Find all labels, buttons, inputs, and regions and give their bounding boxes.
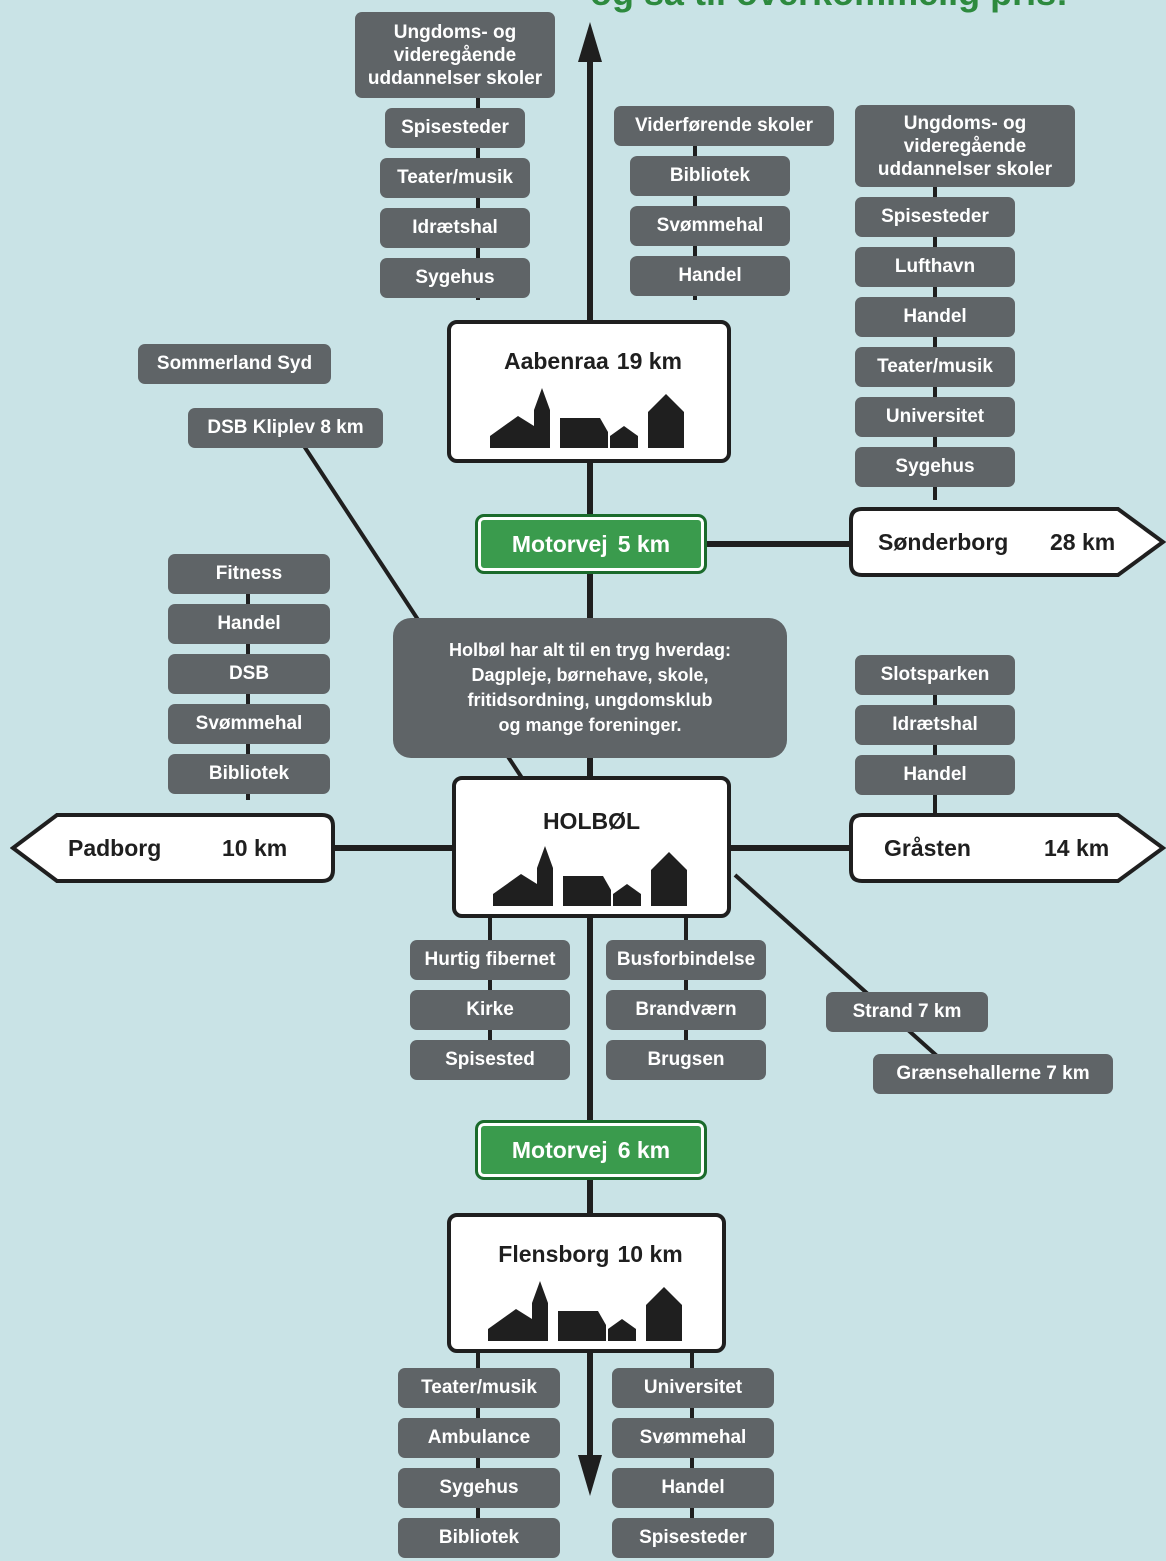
tag-spisesteder: Spisesteder	[385, 108, 525, 148]
motorvej-south-distance: 6 km	[617, 1136, 671, 1163]
tag-universitet-east: Universitet	[855, 397, 1015, 437]
tag-spisesteder-bottom: Spisesteder	[612, 1518, 774, 1558]
town-icon	[492, 846, 687, 906]
sign-grasten: Gråsten 14 km	[848, 812, 1166, 884]
tag-fitness: Fitness	[168, 554, 330, 594]
tag-idraetshal: Idrætshal	[380, 208, 530, 248]
east-stack-2: Slotsparken Idrætshal Handel	[855, 655, 1015, 795]
sign-motorvej-south: Motorvej 6 km	[475, 1120, 707, 1180]
town-icon	[487, 1281, 682, 1341]
tag-lufthavn: Lufthavn	[855, 247, 1015, 287]
south-stack-2: Busforbindelse Brandværn Brugsen	[606, 940, 766, 1080]
tag-sygehus: Sygehus	[380, 258, 530, 298]
sign-sonderborg: Sønderborg 28 km	[848, 506, 1166, 578]
tag-handel-east-2: Handel	[855, 755, 1015, 795]
padborg-distance: 10 km	[222, 834, 288, 861]
sign-flensborg: Flensborg 10 km	[447, 1213, 726, 1353]
info-line-3: fritidsordning, ungdomsklub	[467, 690, 713, 710]
aabenraa-distance: 19 km	[616, 348, 683, 374]
info-line-4: og mange foreninger.	[498, 715, 682, 735]
tag-dsb: DSB	[168, 654, 330, 694]
aabenraa-name: Aabenraa	[503, 348, 609, 374]
info-line-2: Dagpleje, børnehave, skole,	[471, 665, 709, 685]
bottom-stack-2: Universitet Svømmehal Handel Spisesteder	[612, 1368, 774, 1558]
tag-handel-bottom: Handel	[612, 1468, 774, 1508]
east-stack-1: Ungdoms- og videregående uddannelser sko…	[855, 105, 1075, 487]
tag-spisested: Spisested	[410, 1040, 570, 1080]
sonderborg-name: Sønderborg	[878, 528, 1009, 555]
tag-brugsen: Brugsen	[606, 1040, 766, 1080]
flensborg-name: Flensborg	[498, 1241, 610, 1267]
tag-spisesteder-east: Spisesteder	[855, 197, 1015, 237]
tag-graensehallerne: Grænsehallerne 7 km	[873, 1054, 1113, 1094]
tag-strand: Strand 7 km	[826, 992, 988, 1032]
tag-bibliotek-west: Bibliotek	[168, 754, 330, 794]
tag-idraetshal-east: Idrætshal	[855, 705, 1015, 745]
sign-holbol: HOLBØL	[452, 776, 731, 918]
grasten-distance: 14 km	[1044, 834, 1110, 861]
tag-uddannelser-east: Ungdoms- og videregående uddannelser sko…	[855, 105, 1075, 187]
sonderborg-distance: 28 km	[1050, 528, 1116, 555]
bottom-stack-1: Teater/musik Ambulance Sygehus Bibliotek	[398, 1368, 560, 1558]
grasten-name: Gråsten	[884, 834, 971, 861]
tag-svommehal-bottom: Svømmehal	[612, 1418, 774, 1458]
tag-svommehal: Svømmehal	[630, 206, 790, 246]
tag-teater-east: Teater/musik	[855, 347, 1015, 387]
tag-busforbindelse: Busforbindelse	[606, 940, 766, 980]
tag-handel: Handel	[630, 256, 790, 296]
tag-fibernet: Hurtig fibernet	[410, 940, 570, 980]
tag-uddannelser: Ungdoms- og videregående uddannelser sko…	[355, 12, 555, 98]
tag-teater: Teater/musik	[380, 158, 530, 198]
west-stack: Fitness Handel DSB Svømmehal Bibliotek	[168, 554, 330, 794]
tag-teater-bottom: Teater/musik	[398, 1368, 560, 1408]
town-icon	[490, 388, 684, 448]
tag-handel-west: Handel	[168, 604, 330, 644]
tag-brandvaern: Brandværn	[606, 990, 766, 1030]
arrow-down-icon	[578, 1455, 602, 1496]
arrow-up-icon	[578, 22, 602, 62]
tag-dsb-kliplev: DSB Kliplev 8 km	[188, 408, 383, 448]
tag-handel-east: Handel	[855, 297, 1015, 337]
sign-motorvej-north: Motorvej 5 km	[475, 514, 707, 574]
motorvej-north-distance: 5 km	[617, 530, 671, 557]
tag-sygehus-east: Sygehus	[855, 447, 1015, 487]
tag-slotsparken: Slotsparken	[855, 655, 1015, 695]
tag-universitet-bottom: Universitet	[612, 1368, 774, 1408]
tag-kirke: Kirke	[410, 990, 570, 1030]
info-line-1: Holbøl har alt til en tryg hverdag:	[448, 640, 732, 660]
page-heading: og så til overkommelig pris!	[590, 0, 1068, 14]
info-box: Holbøl har alt til en tryg hverdag: Dagp…	[393, 618, 787, 758]
north-stack-1: Ungdoms- og videregående uddannelser sko…	[355, 12, 555, 298]
sign-aabenraa: Aabenraa 19 km	[447, 320, 731, 463]
north-stack-2: Viderførende skoler Bibliotek Svømmehal …	[614, 106, 834, 296]
tag-sygehus-bottom: Sygehus	[398, 1468, 560, 1508]
tag-bibliotek-bottom: Bibliotek	[398, 1518, 560, 1558]
tag-sommerland: Sommerland Syd	[138, 344, 331, 384]
motorvej-north-label: Motorvej	[511, 530, 608, 557]
padborg-name: Padborg	[68, 834, 162, 861]
tag-viderforende: Viderførende skoler	[614, 106, 834, 146]
tag-ambulance: Ambulance	[398, 1418, 560, 1458]
tag-bibliotek: Bibliotek	[630, 156, 790, 196]
tag-svommehal-west: Svømmehal	[168, 704, 330, 744]
motorvej-south-label: Motorvej	[511, 1136, 608, 1163]
south-stack-1: Hurtig fibernet Kirke Spisested	[410, 940, 570, 1080]
flensborg-distance: 10 km	[617, 1241, 683, 1267]
holbol-name: HOLBØL	[542, 808, 641, 834]
sign-padborg: Padborg 10 km	[10, 812, 336, 884]
